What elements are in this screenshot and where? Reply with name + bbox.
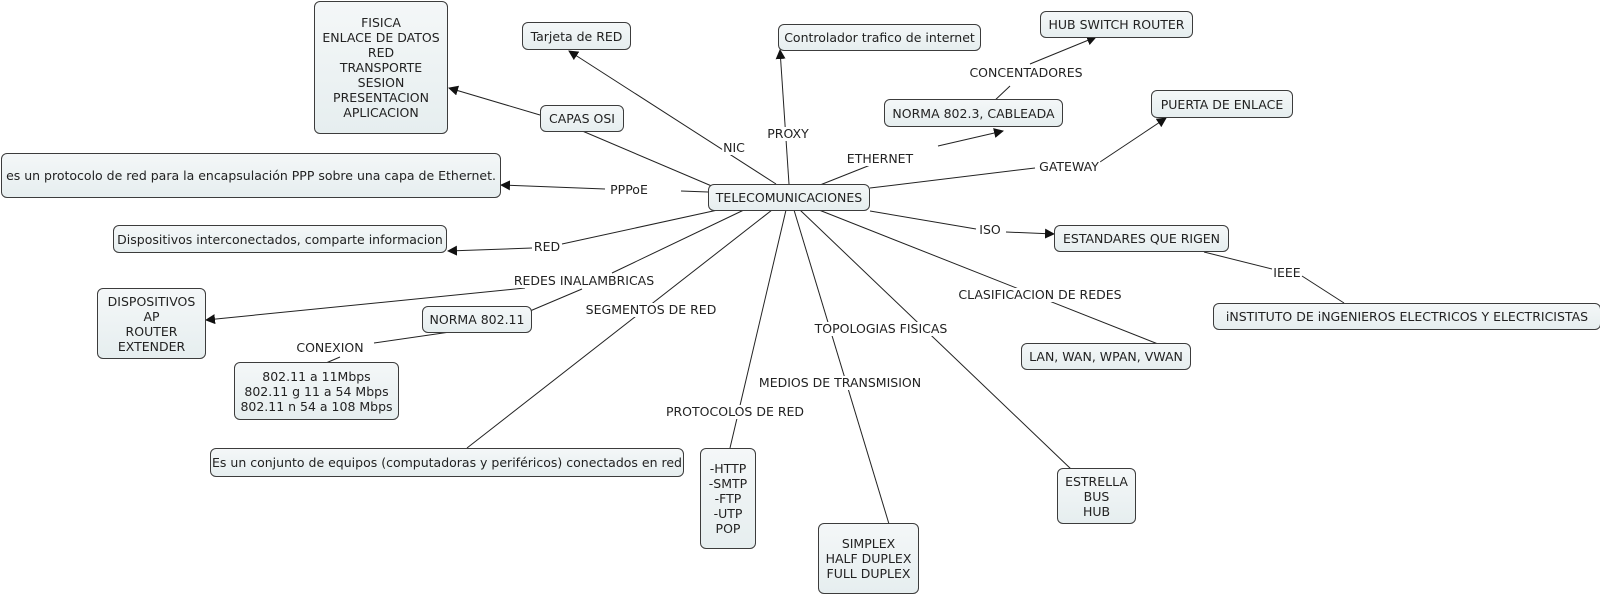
- speed-item: 802.11 g 11 a 54 Mbps: [244, 383, 389, 399]
- link-telecom-pppoe: [680, 190, 709, 193]
- link-pppoe-def: [500, 180, 606, 191]
- osi-layer: APLICACION: [343, 105, 419, 120]
- protocol-item: -HTTP: [709, 461, 747, 476]
- node-conjunto-equipos[interactable]: Es un conjunto de equipos (computadoras …: [210, 448, 684, 477]
- duplex-item: FULL DUPLEX: [826, 566, 911, 581]
- label-red: RED: [532, 239, 562, 254]
- label-conexion: CONEXION: [295, 340, 365, 355]
- node-protocolos[interactable]: -HTTP -SMTP -FTP -UTP POP: [700, 448, 756, 549]
- label-pppoe: PPPoE: [609, 182, 649, 197]
- speed-item: 802.11 n 54 a 108 Mbps: [240, 398, 393, 414]
- device-item: ROUTER: [125, 323, 178, 339]
- protocol-item: -UTP: [713, 506, 743, 521]
- link-telecom-tarjeta: [568, 50, 777, 185]
- label-medios: MEDIOS DE TRANSMISION: [757, 375, 923, 390]
- device-item: AP: [143, 308, 160, 324]
- link-telecom-segmentos: [466, 209, 773, 449]
- device-item: DISPOSITIVOS: [107, 293, 196, 309]
- label-nic: NIC: [722, 140, 746, 155]
- node-norma-8023[interactable]: NORMA 802.3, CABLEADA: [884, 99, 1063, 127]
- label-clasificacion: CLASIFICACION DE REDES: [957, 287, 1123, 302]
- label-concentadores: CONCENTADORES: [968, 65, 1084, 80]
- osi-layer: FISICA: [361, 15, 401, 30]
- label-ethernet: ETHERNET: [845, 151, 915, 166]
- link-telecom-lan: [813, 207, 1159, 345]
- node-pppoe-definicion[interactable]: es un protocolo de red para la encapsula…: [1, 153, 501, 198]
- link-redesinal-norma80211: [529, 288, 583, 312]
- label-protocolos: PROTOCOLOS DE RED: [664, 404, 806, 419]
- node-hub-switch-router[interactable]: HUB SWITCH ROUTER: [1040, 11, 1193, 38]
- link-telecom-iso: [869, 210, 977, 230]
- link-gateway-puerta: [1099, 117, 1167, 163]
- link-ethernet-norma8023: [937, 128, 1004, 147]
- speed-item: 802.11 a 11Mbps: [262, 368, 371, 384]
- label-redes-inalambricas: REDES INALAMBRICAS: [512, 273, 656, 288]
- node-duplex[interactable]: SIMPLEX HALF DUPLEX FULL DUPLEX: [818, 523, 919, 594]
- link-redesinal-disp: [205, 287, 526, 325]
- link-ieee-instituto: [1301, 275, 1345, 304]
- device-item: EXTENDER: [117, 338, 186, 354]
- label-iso: ISO: [978, 222, 1002, 237]
- label-proxy: PROXY: [766, 126, 810, 141]
- node-instituto-ieee[interactable]: iNSTITUTO DE iNGENIEROS ELECTRICOS Y ELE…: [1213, 303, 1600, 330]
- node-controlador-trafico[interactable]: Controlador trafico de internet: [778, 24, 981, 51]
- node-puerta-enlace[interactable]: PUERTA DE ENLACE: [1151, 90, 1293, 118]
- node-telecomunicaciones[interactable]: TELECOMUNICACIONES: [708, 184, 870, 211]
- node-capas-osi[interactable]: CAPAS OSI: [540, 105, 624, 132]
- link-telecom-medios: [793, 209, 890, 525]
- label-gateway: GATEWAY: [1038, 159, 1100, 174]
- link-telecom-topologias: [799, 209, 1073, 471]
- osi-layer: TRANSPORTE: [339, 60, 423, 75]
- link-red-disp: [447, 245, 533, 256]
- duplex-item: HALF DUPLEX: [825, 551, 912, 566]
- topology-item: ESTRELLA: [1065, 473, 1128, 489]
- link-norma80211-conexion: [373, 331, 451, 344]
- protocol-item: POP: [715, 521, 741, 536]
- protocol-item: -SMTP: [708, 476, 748, 491]
- label-topologias: TOPOLOGIAS FISICAS: [813, 321, 949, 336]
- duplex-item: SIMPLEX: [841, 536, 896, 551]
- link-iso-estandares: [1005, 228, 1055, 239]
- link-telecom-capasosi: [579, 129, 715, 188]
- node-norma-80211[interactable]: NORMA 802.11: [422, 306, 532, 333]
- label-ieee: IEEE: [1272, 265, 1302, 280]
- node-osi-layers[interactable]: FISICA ENLACE DE DATOS RED TRANSPORTE SE…: [314, 1, 448, 134]
- osi-layer: ENLACE DE DATOS: [322, 30, 440, 45]
- node-topologias[interactable]: ESTRELLA BUS HUB: [1057, 468, 1136, 524]
- node-velocidades[interactable]: 802.11 a 11Mbps 802.11 g 11 a 54 Mbps 80…: [234, 362, 399, 420]
- node-lan-wan[interactable]: LAN, WAN, WPAN, VWAN: [1021, 343, 1191, 370]
- link-telecom-red: [561, 205, 737, 245]
- link-telecom-controlador: [775, 49, 790, 185]
- label-segmentos: SEGMENTOS DE RED: [584, 302, 718, 317]
- node-dispositivos-ap[interactable]: DISPOSITIVOS AP ROUTER EXTENDER: [97, 288, 206, 359]
- link-concentadores-hub: [1029, 35, 1097, 65]
- link-estandares-ieee: [1203, 251, 1273, 270]
- node-tarjeta-red[interactable]: Tarjeta de RED: [522, 22, 631, 50]
- osi-layer: RED: [367, 45, 395, 60]
- link-telecom-puerta: [869, 167, 1036, 189]
- osi-layer: PRESENTACION: [333, 90, 429, 105]
- link-capasosi-osi: [448, 85, 541, 116]
- topology-item: BUS: [1083, 488, 1110, 504]
- link-telecom-redesinal: [611, 207, 749, 274]
- osi-layer: SESION: [357, 75, 405, 90]
- topology-item: HUB: [1082, 503, 1111, 519]
- node-estandares[interactable]: ESTANDARES QUE RIGEN: [1054, 225, 1229, 252]
- node-dispositivos-interconectados[interactable]: Dispositivos interconectados, comparte i…: [113, 225, 447, 253]
- protocol-item: -FTP: [714, 491, 742, 506]
